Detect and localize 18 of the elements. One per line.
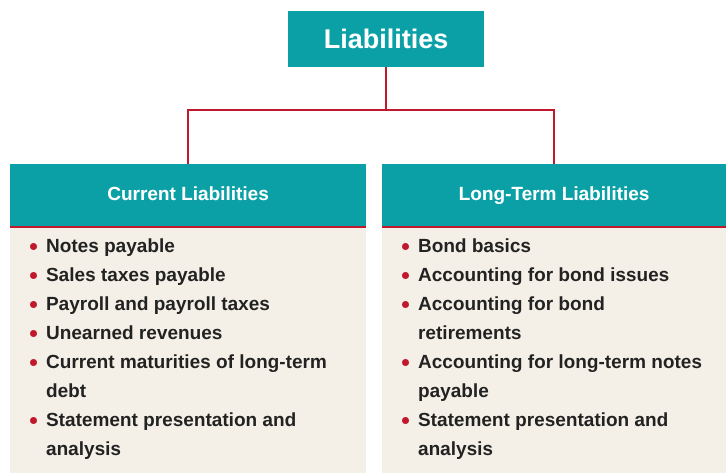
panel-header: Long-Term Liabilities — [382, 164, 726, 228]
panel-header: Current Liabilities — [10, 164, 366, 228]
title-box — [288, 11, 484, 67]
list-item-text: Statement presentation and analysis — [46, 409, 298, 462]
list-item-text: Unearned revenues — [46, 322, 222, 346]
list-item-text: Sales taxes payable — [46, 264, 226, 288]
list-item-text: Accounting for long-term notes payable — [418, 351, 703, 404]
list-item-text: Accounting for bond issues — [418, 264, 670, 288]
list-item-text: Current maturities of long-term debt — [46, 351, 328, 404]
category-panel — [10, 164, 366, 473]
list-item-text: Bond basics — [418, 235, 531, 259]
connector-line — [385, 67, 555, 164]
list-item-text: Statement presentation and analysis — [418, 409, 670, 462]
list-item-text: Notes payable — [46, 235, 175, 259]
category-panel — [382, 164, 726, 473]
list-item-text: Accounting for bond retirements — [418, 293, 606, 346]
title-text: Liabilities — [324, 22, 448, 56]
list-item-text: Payroll and payroll taxes — [46, 293, 270, 317]
